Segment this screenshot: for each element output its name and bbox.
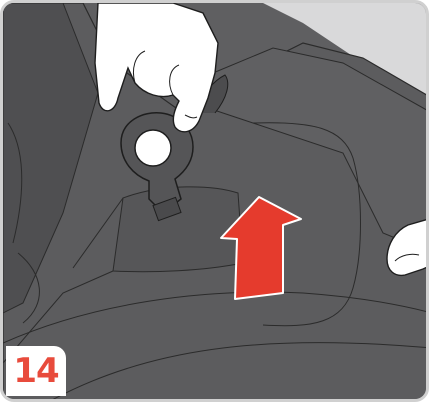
step-badge: 14 bbox=[6, 346, 66, 396]
seat-illustration bbox=[3, 3, 429, 402]
step-number: 14 bbox=[13, 354, 58, 388]
